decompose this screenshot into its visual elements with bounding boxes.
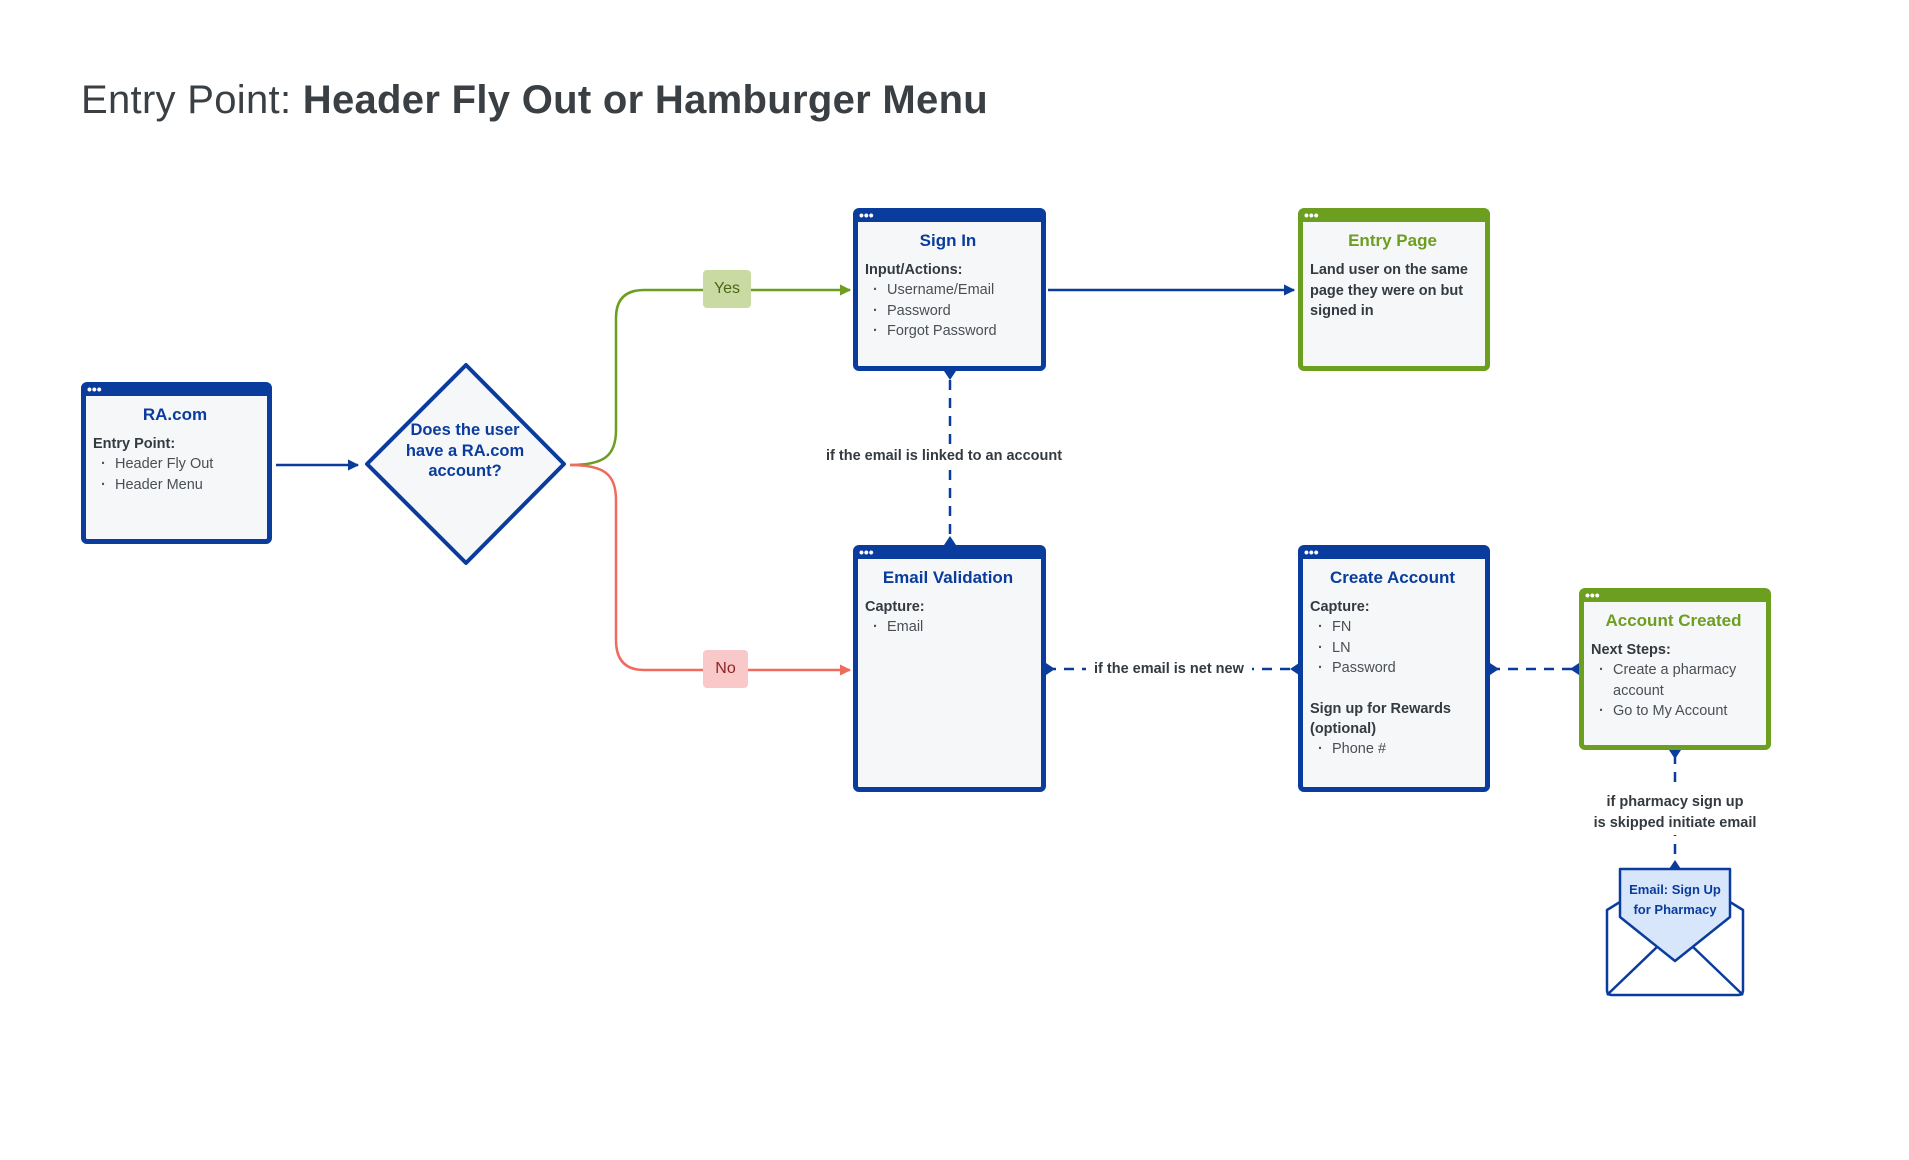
list-item: Email: [871, 617, 1031, 638]
node-entry-page: ••• Entry Page Land user on the same pag…: [1298, 208, 1490, 371]
node-ra-com: ••• RA.com Entry Point: Header Fly Out H…: [81, 382, 272, 544]
node-create-account-title: Create Account: [1329, 568, 1455, 587]
node-ra-com-label: Entry Point:: [93, 436, 176, 452]
node-entry-page-text: Land user on the same page they were on …: [1310, 262, 1468, 319]
edge-pharmacy-marker-bottom: [1669, 860, 1681, 869]
list-item: Header Fly Out: [99, 454, 257, 475]
node-email-validation-list: Email: [865, 617, 1031, 638]
node-sign-in-title: Sign In: [919, 231, 977, 250]
list-item: Username/Email: [871, 280, 1031, 301]
node-ra-com-list: Header Fly Out Header Menu: [93, 454, 257, 495]
edge-yes: [569, 284, 852, 467]
node-ra-com-title: RA.com: [142, 405, 208, 424]
yes-label: Yes: [703, 270, 751, 308]
page-title-main: Header Fly Out or Hamburger Menu: [302, 78, 989, 122]
node-create-account-label: Capture:: [1310, 599, 1370, 615]
window-dots-icon: •••: [859, 207, 874, 223]
pharmacy-note-line1: if pharmacy sign up: [1606, 794, 1744, 810]
node-sign-in-label: Input/Actions:: [865, 262, 963, 278]
envelope-icon: [1605, 866, 1745, 997]
pharmacy-note-line2: is skipped initiate email: [1593, 814, 1757, 831]
list-item: LN: [1316, 638, 1475, 659]
spacer: [1310, 679, 1475, 699]
page-title-prefix: Entry Point:: [81, 78, 303, 122]
list-item: FN: [1316, 617, 1475, 638]
node-create-account-list2: Phone #: [1310, 739, 1475, 760]
node-email-validation-title: Email Validation: [882, 568, 1014, 587]
node-email-validation-label: Capture:: [865, 599, 925, 615]
window-dots-icon: •••: [1585, 587, 1600, 603]
node-sign-in: ••• Sign In Input/Actions: Username/Emai…: [853, 208, 1046, 371]
pharmacy-note: if pharmacy sign up is skipped initiate …: [1588, 790, 1762, 835]
node-email-validation: ••• Email Validation Capture: Email: [853, 545, 1046, 792]
edge-linked-marker-bottom: [944, 536, 956, 545]
window-dots-icon: •••: [1304, 207, 1319, 223]
page-title: Entry Point: Header Fly Out or Hamburger…: [81, 78, 988, 123]
window-dots-icon: •••: [859, 544, 874, 560]
edge-pharmacy-marker-top: [1669, 750, 1681, 759]
node-sign-in-list: Username/Email Password Forgot Password: [865, 280, 1031, 342]
list-item: Create a pharmacy account: [1597, 660, 1756, 701]
list-item: Password: [1316, 658, 1475, 679]
node-entry-page-title: Entry Page: [1348, 231, 1437, 250]
edge-linked-marker-top: [944, 371, 956, 380]
decision-diamond: [365, 363, 566, 565]
window-dots-icon: •••: [87, 381, 102, 397]
window-dots-icon: •••: [1304, 544, 1319, 560]
list-item: Forgot Password: [871, 321, 1031, 342]
edge-no: [569, 463, 852, 676]
email-pharmacy-text: Email: Sign Up for Pharmacy: [1629, 882, 1721, 917]
node-create-account: ••• Create Account Capture: FN LN Passwo…: [1298, 545, 1490, 792]
list-item: Phone #: [1316, 739, 1475, 760]
linked-note: if the email is linked to an account: [822, 446, 1067, 467]
list-item: Header Menu: [99, 475, 257, 496]
node-account-created-title: Account Created: [1605, 611, 1742, 630]
edge-net-new-marker-right: [1290, 663, 1299, 675]
node-create-account-label2: Sign up for Rewards (optional): [1310, 700, 1451, 737]
list-item: Go to My Account: [1597, 701, 1756, 722]
edge-created-marker-right: [1570, 663, 1579, 675]
node-account-created: ••• Account Created Next Steps: Create a…: [1579, 588, 1771, 750]
list-item: Password: [871, 301, 1031, 322]
edge-created-marker-left: [1490, 663, 1499, 675]
node-account-created-label: Next Steps:: [1591, 642, 1671, 658]
no-label: No: [703, 650, 748, 688]
node-create-account-list: FN LN Password: [1310, 617, 1475, 679]
edge-net-new-marker-left: [1046, 663, 1055, 675]
decision-text: Does the user have a RA.com account?: [405, 421, 525, 480]
net-new-note: if the email is net new: [1086, 659, 1252, 680]
node-account-created-list: Create a pharmacy account Go to My Accou…: [1591, 660, 1756, 722]
